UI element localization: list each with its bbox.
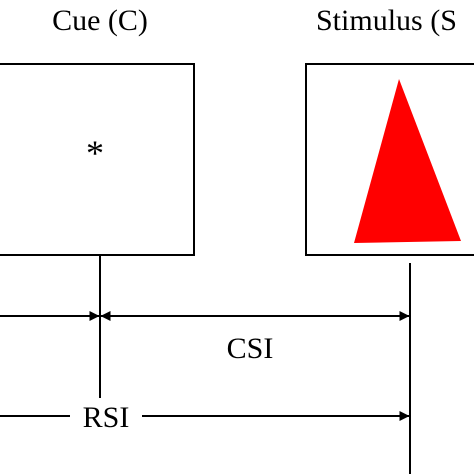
cue-box xyxy=(0,63,195,256)
rsi-label: RSI xyxy=(83,401,130,434)
csi-label: CSI xyxy=(227,332,274,365)
red-triangle-stimulus xyxy=(354,79,461,243)
cue-title: Cue (C) xyxy=(52,4,148,37)
cue-asterisk: * xyxy=(86,133,104,173)
stimulus-title: Stimulus (S xyxy=(316,4,457,37)
